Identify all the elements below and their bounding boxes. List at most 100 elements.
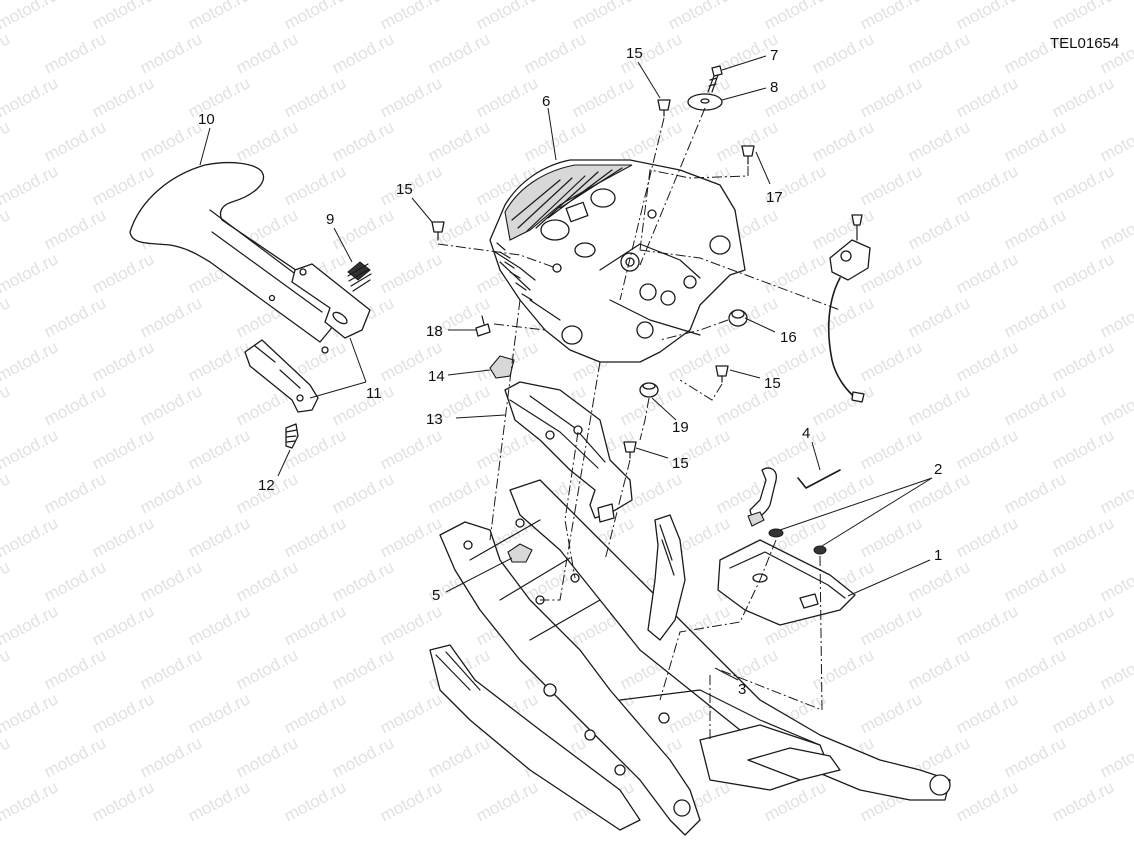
watermark-text: motod.ru	[953, 601, 1021, 649]
part-2-screw-b	[813, 545, 827, 555]
watermark-text: motod.ru	[857, 0, 925, 34]
watermark-text: motod.ru	[185, 337, 253, 385]
callout-15-right: 15	[764, 375, 781, 392]
watermark-text: motod.ru	[377, 601, 445, 649]
watermark-text: motod.ru	[233, 117, 301, 165]
watermark-text: motod.ru	[0, 293, 13, 341]
watermark-text: motod.ru	[473, 777, 541, 825]
watermark-text: motod.ru	[857, 161, 925, 209]
watermark-text: motod.ru	[1049, 0, 1117, 34]
callout-6: 6	[542, 93, 550, 110]
watermark-text: motod.ru	[857, 601, 925, 649]
watermark-text: motod.ru	[425, 733, 493, 781]
watermark-text: motod.ru	[41, 293, 109, 341]
watermark-text: motod.ru	[185, 689, 253, 737]
watermark-text: motod.ru	[0, 645, 13, 693]
part-12-screw	[285, 423, 299, 449]
watermark-text: motod.ru	[953, 425, 1021, 473]
callout-15-middle: 15	[672, 455, 689, 472]
watermark-text: motod.ru	[0, 469, 13, 517]
watermark-text: motod.ru	[617, 117, 685, 165]
watermark-text: motod.ru	[233, 29, 301, 77]
watermark-text: motod.ru	[905, 381, 973, 429]
watermark-text: motod.ru	[137, 293, 205, 341]
part-16-nut	[728, 309, 748, 327]
watermark-text: motod.ru	[1049, 777, 1117, 825]
watermark-text: motod.ru	[425, 469, 493, 517]
callout-1: 1	[934, 547, 942, 564]
watermark-text: motod.ru	[1049, 425, 1117, 473]
watermark-text: motod.ru	[857, 425, 925, 473]
watermark-text: motod.ru	[905, 205, 973, 253]
watermark-text: motod.ru	[1001, 117, 1069, 165]
watermark-text: motod.ru	[857, 73, 925, 121]
watermark-text: motod.ru	[185, 513, 253, 561]
watermark-text: motod.ru	[905, 117, 973, 165]
callout-9: 9	[326, 211, 334, 228]
watermark-text: motod.ru	[41, 117, 109, 165]
callout-15-top: 15	[626, 45, 643, 62]
watermark-text: motod.ru	[41, 469, 109, 517]
watermark-text: motod.ru	[953, 777, 1021, 825]
watermark-text: motod.ru	[905, 645, 973, 693]
watermark-text: motod.ru	[0, 557, 13, 605]
watermark-text: motod.ru	[1049, 73, 1117, 121]
callout-13: 13	[426, 411, 443, 428]
watermark-text: motod.ru	[41, 645, 109, 693]
watermark-text: motod.ru	[89, 601, 157, 649]
watermark-text: motod.ru	[1049, 337, 1117, 385]
watermark-text: motod.ru	[1049, 161, 1117, 209]
callout-labels: 1 2 3 4 5 6 7 8 9 10 11 12 13 14 15 15 1…	[198, 45, 942, 698]
watermark-text: motod.ru	[185, 425, 253, 473]
watermark-text: motod.ru	[809, 29, 877, 77]
part-9-spring	[347, 261, 372, 292]
callout-2: 2	[934, 461, 942, 478]
watermark-text: motod.ru	[1001, 645, 1069, 693]
watermark-text: motod.ru	[1049, 249, 1117, 297]
watermark-text: motod.ru	[665, 337, 733, 385]
part-1-rear-tray	[717, 539, 856, 626]
watermark-text: motod.ru	[1001, 469, 1069, 517]
watermark-text: motod.ru	[233, 733, 301, 781]
part-2-screw-a	[768, 528, 784, 538]
watermark-text: motod.ru	[89, 0, 157, 34]
watermark-text: motod.ru	[1049, 513, 1117, 561]
callout-15-left: 15	[396, 181, 413, 198]
watermark-text: motod.ru	[89, 689, 157, 737]
watermark-text: motod.ru	[761, 0, 829, 34]
watermark-text: motod.ru	[809, 117, 877, 165]
watermark-text: motod.ru	[0, 733, 13, 781]
assembly-alignment-lines	[437, 107, 841, 740]
watermark-text: motod.ru	[137, 117, 205, 165]
part-7-screw	[707, 65, 723, 93]
part-17-screw	[741, 145, 755, 165]
watermark-text: motod.ru	[41, 29, 109, 77]
watermark-text: motod.ru	[281, 777, 349, 825]
watermark-text: motod.ru	[89, 513, 157, 561]
watermark-text: motod.ru	[137, 381, 205, 429]
watermark-text: motod.ru	[233, 645, 301, 693]
watermark-text: motod.ru	[0, 0, 61, 34]
part-8-washer	[687, 93, 723, 111]
watermark-text: motod.ru	[953, 161, 1021, 209]
watermark-text: motod.ru	[185, 0, 253, 34]
watermark-text: motod.ru	[89, 337, 157, 385]
watermark-text: motod.ru	[281, 513, 349, 561]
part-2-strap	[747, 467, 777, 527]
watermark-text: motod.ru	[137, 645, 205, 693]
callout-4: 4	[802, 425, 810, 442]
watermark-text: motod.ru	[0, 425, 61, 473]
watermark-text: motod.ru	[425, 117, 493, 165]
watermark-text: motod.ru	[377, 513, 445, 561]
watermark-text: motod.ru	[0, 205, 13, 253]
watermark-text: motod.ru	[89, 777, 157, 825]
watermark-text: motod.ru	[41, 557, 109, 605]
watermark-text: motod.ru	[1049, 689, 1117, 737]
watermark-text: motod.ru	[1097, 381, 1134, 429]
watermark-text: motod.ru	[377, 777, 445, 825]
callout-14: 14	[428, 368, 445, 385]
watermark-text: motod.ru	[0, 73, 61, 121]
watermark-text: motod.ru	[1001, 733, 1069, 781]
watermark-text: motod.ru	[761, 249, 829, 297]
